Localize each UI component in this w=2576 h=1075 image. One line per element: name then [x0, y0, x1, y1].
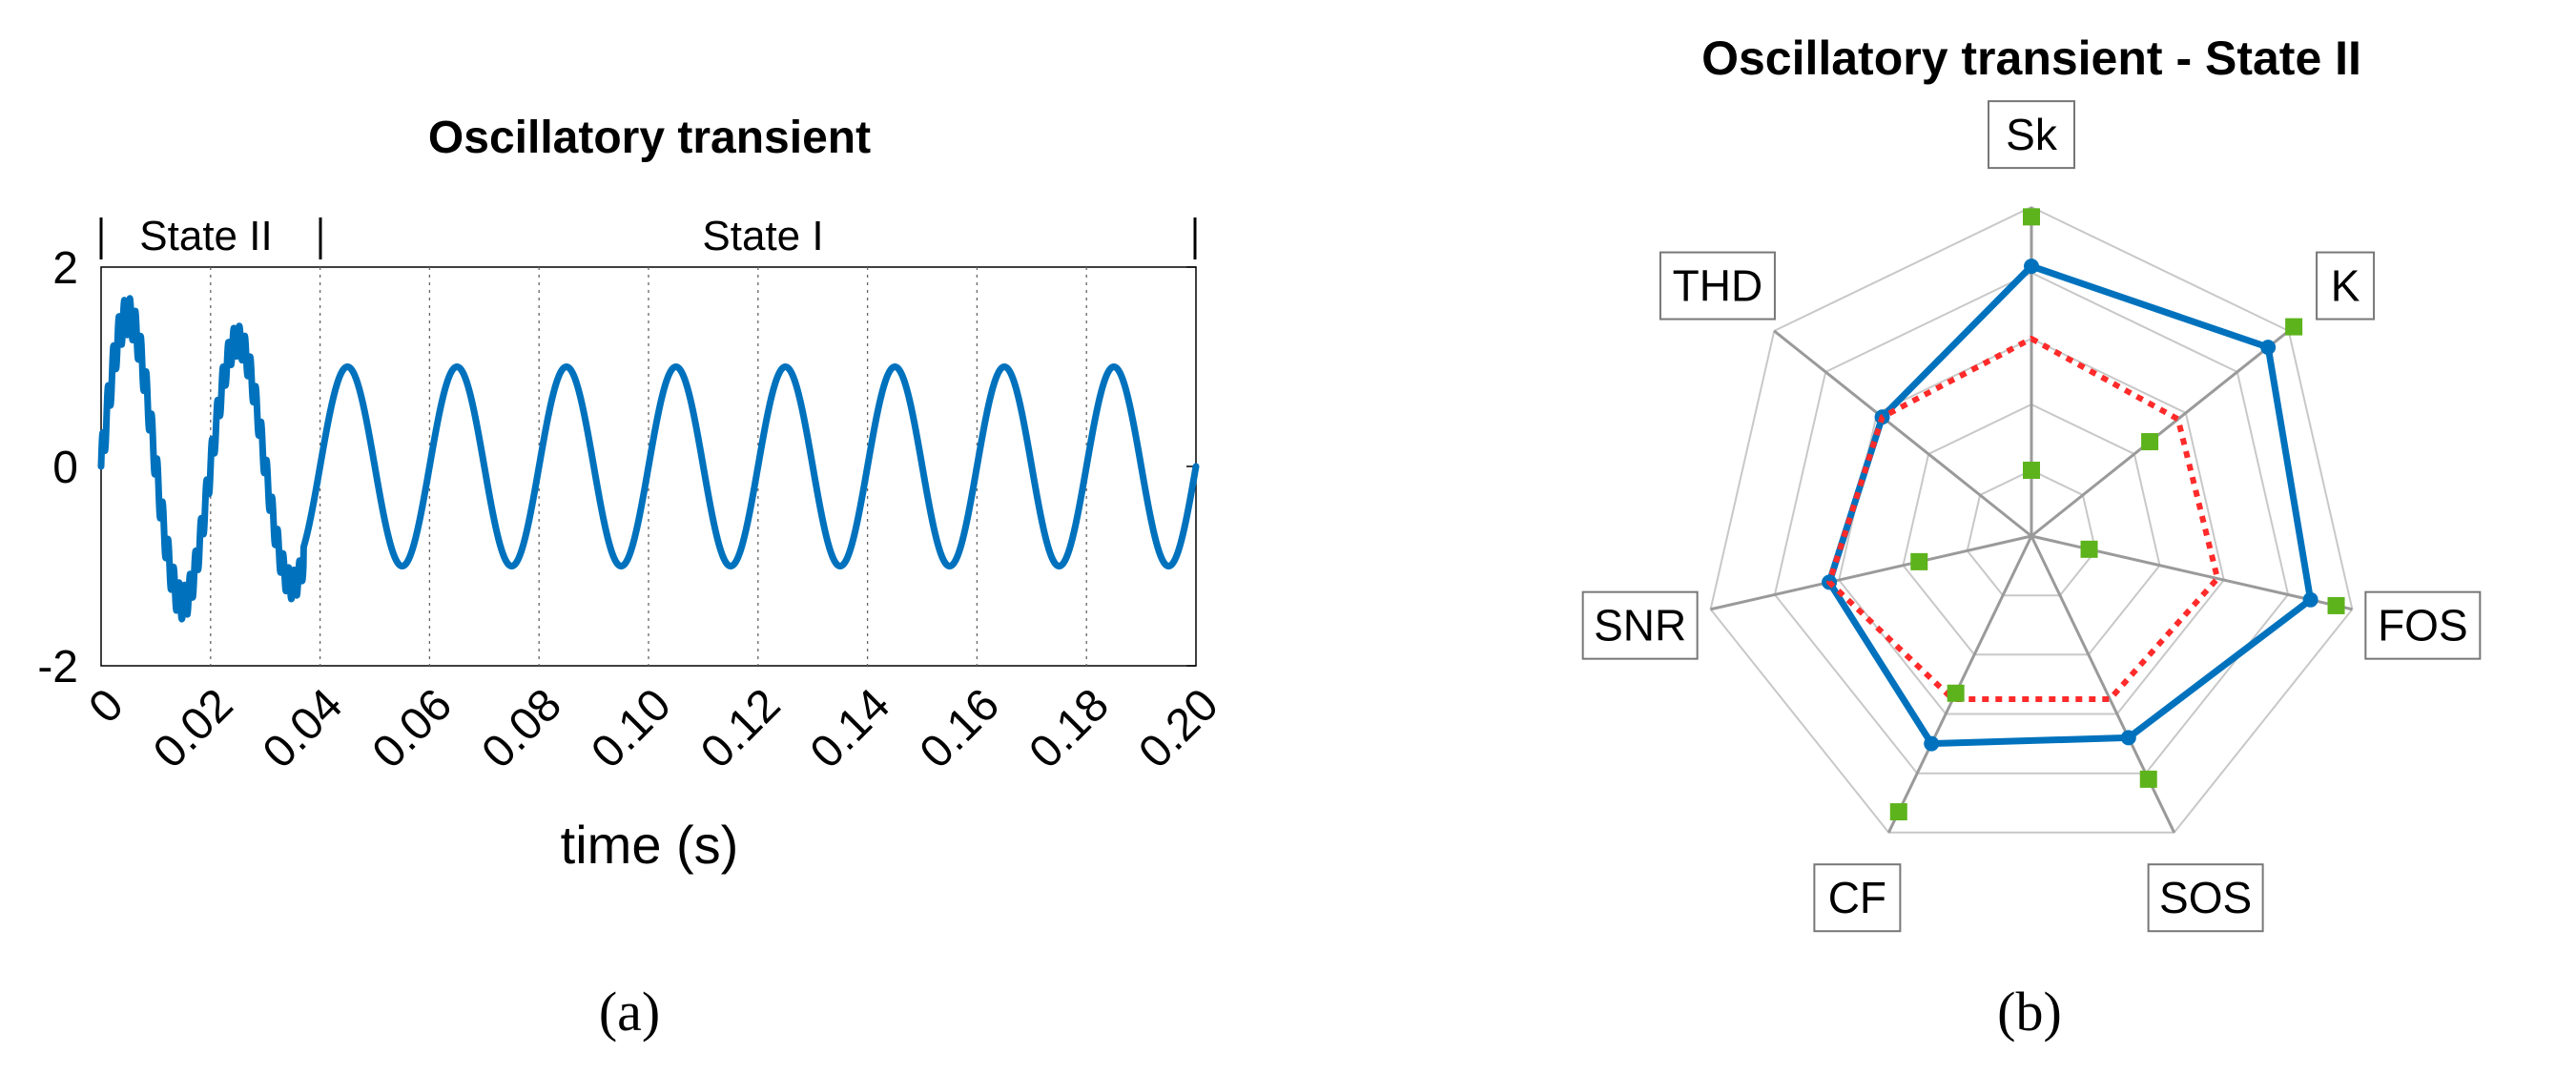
y-tick-label: -2 [37, 642, 78, 693]
axis-label-box [2316, 251, 2376, 320]
radar-grid [1709, 205, 2354, 834]
green-marker [2327, 596, 2345, 614]
radar-ring [1838, 337, 2225, 715]
radar-chart-panel: Oscillatory transient - State II SkKFOSS… [1581, 31, 2482, 1043]
chart-title: Oscillatory transient [428, 113, 871, 163]
axis-label-box [2364, 590, 2482, 660]
radar-point [1924, 735, 1940, 752]
radar-ring [1966, 468, 2097, 597]
axis-label: K [2331, 261, 2360, 311]
axis-label: THD [1673, 261, 1763, 311]
axis-label: CF [1828, 873, 1886, 922]
x-tick-label: 0.12 [691, 679, 791, 778]
x-tick-label: 0.02 [144, 679, 243, 778]
radar-spoke [2030, 329, 2290, 538]
x-tick-label: 0.08 [472, 679, 571, 778]
radar-series-line [1826, 336, 2221, 702]
x-tick-label: 0.20 [1129, 679, 1228, 778]
green-marker [2080, 540, 2098, 558]
panel-label-a: (a) [599, 981, 660, 1043]
axis-label-box [1813, 863, 1902, 933]
green-marker [1947, 684, 1965, 702]
radar-spoke [1710, 534, 2032, 611]
radar-spoke [1886, 535, 2033, 834]
axis-label: FOS [2378, 601, 2468, 651]
radar-series [1822, 258, 2318, 752]
chart-title: Oscillatory transient - State II [1701, 31, 2361, 85]
radar-point [2024, 258, 2039, 275]
radar-ring [1709, 205, 2354, 834]
green-marker [1910, 552, 1928, 570]
x-tick-label: 0 [79, 679, 133, 733]
axis-label-box [1988, 100, 2075, 170]
state-label: State I [702, 213, 823, 259]
radar-point [2120, 730, 2136, 746]
green-marker [2023, 462, 2040, 479]
axis-label: SOS [2159, 873, 2252, 922]
axis-label: SNR [1594, 601, 1686, 651]
x-axis-label: time (s) [561, 815, 739, 875]
x-tick-label: 0.10 [582, 679, 681, 778]
radar-point [2260, 340, 2277, 356]
y-axis-ticks: -2 0 2 [37, 243, 1196, 693]
radar-green-markers [1889, 208, 2345, 821]
axis-label: Sk [2006, 110, 2058, 159]
signal-line [97, 295, 1200, 623]
green-marker [2023, 208, 2040, 226]
y-tick-label: 2 [52, 243, 78, 294]
x-tick-label: 0.06 [363, 679, 463, 778]
green-marker [2141, 433, 2159, 451]
radar-ring [1773, 271, 2290, 775]
x-tick-label: 0.18 [1020, 679, 1119, 778]
x-tick-label: 0.04 [254, 679, 353, 778]
radar-point [2302, 591, 2318, 608]
radar-spoke [1773, 329, 2032, 538]
green-marker [2285, 318, 2303, 336]
state-bar: State II State I [99, 213, 1197, 259]
line-chart-panel: Oscillatory transient State II State I 0… [37, 113, 1227, 1043]
y-tick-label: 0 [52, 443, 78, 493]
x-tick-label: 0.16 [911, 679, 1010, 778]
state-label: State II [139, 213, 272, 259]
green-marker [1889, 803, 1907, 821]
green-marker [2139, 770, 2157, 788]
radar-ring [1902, 403, 2161, 656]
panel-label-b: (b) [1997, 981, 2062, 1043]
radar-axis-labels: SkK FOS SOS CF SNR THD [1581, 100, 2482, 933]
axis-label-box [1659, 251, 1776, 320]
radar-spoke [2030, 535, 2176, 834]
x-tick-label: 0.14 [801, 679, 900, 778]
axis-label-box [1581, 590, 1699, 660]
axis-label-box [2147, 863, 2264, 933]
